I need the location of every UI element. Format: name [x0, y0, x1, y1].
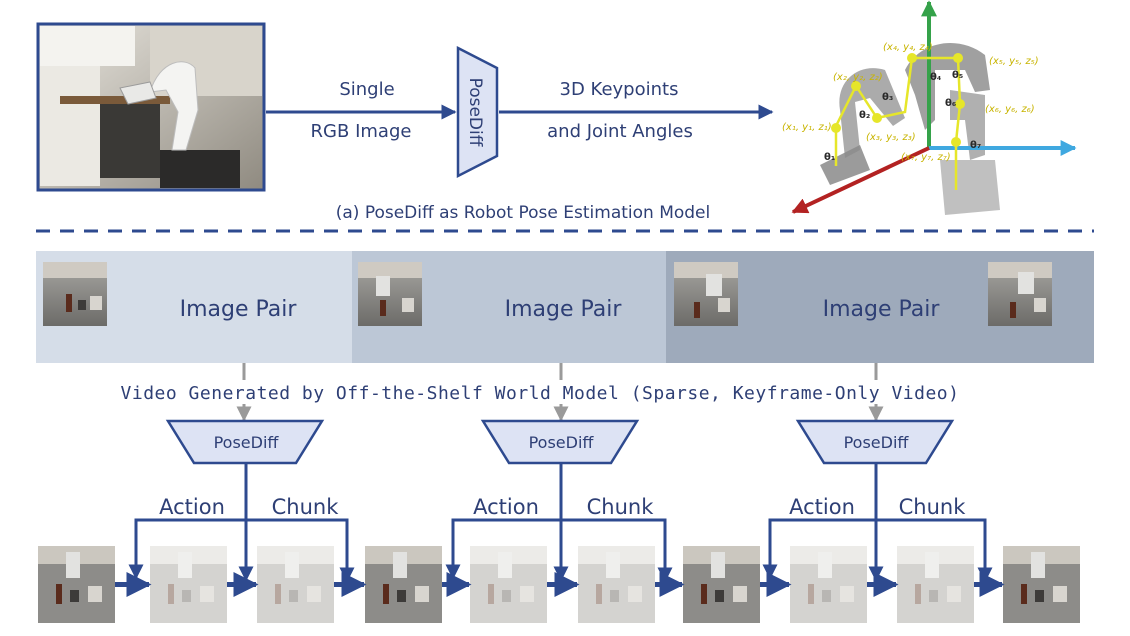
output-label-line2: and Joint Angles — [547, 121, 693, 142]
chunk-label-2: Chunk — [587, 495, 655, 519]
image-pair-label-2: Image Pair — [505, 297, 623, 322]
chunk-label-3: Chunk — [899, 495, 967, 519]
keyframe-image — [365, 546, 442, 623]
posediff-model-top: PoseDiff — [456, 45, 499, 179]
keypoint-7: (x₇, y₇, z₇) — [901, 152, 951, 163]
angle-2: θ₂ — [859, 110, 870, 121]
keyframe-image — [38, 546, 115, 623]
posediff-label-top: PoseDiff — [465, 78, 485, 148]
keyframe-image — [683, 546, 760, 623]
video-caption: Video Generated by Off-the-Shelf World M… — [121, 383, 960, 404]
angle-4: θ₄ — [930, 72, 941, 83]
action-label-2: Action — [473, 495, 539, 519]
x-axis-arrow — [791, 146, 930, 214]
generated-frame-image — [790, 546, 867, 623]
keypoint-3: (x₃, y₃, z₃) — [866, 132, 916, 143]
keypoint-1: (x₁, y₁, z₁) — [782, 122, 832, 133]
robot-pose-figure: (x₁, y₁, z₁) (x₂, y₂, z₂) (x₃, y₃, z₃) (… — [782, 0, 1077, 215]
image-pair-label-3: Image Pair — [823, 297, 941, 322]
generated-frame-image — [578, 546, 655, 623]
posediff-label-3: PoseDiff — [844, 433, 910, 452]
posediff-model-3: PoseDiff — [795, 419, 955, 465]
angle-5: θ₅ — [952, 70, 963, 81]
input-rgb-image — [36, 22, 266, 192]
action-chunk-3 — [762, 463, 993, 583]
posediff-model-1: PoseDiff — [165, 419, 325, 465]
keyframe-thumb-4 — [988, 262, 1052, 326]
input-label-line1: Single — [339, 79, 394, 100]
action-label-1: Action — [159, 495, 225, 519]
action-chunk-2 — [445, 463, 673, 583]
keypoint-5: (x₅, y₅, z₅) — [989, 56, 1039, 67]
caption-a: (a) PoseDiff as Robot Pose Estimation Mo… — [336, 203, 711, 223]
output-label-line1: 3D Keypoints — [560, 79, 679, 100]
posediff-model-2: PoseDiff — [480, 419, 640, 465]
chunk-label-1: Chunk — [272, 495, 340, 519]
keypoint-2: (x₂, y₂, z₂) — [833, 72, 883, 83]
angle-1: θ₁ — [824, 152, 835, 163]
input-label-line2: RGB Image — [311, 121, 412, 142]
posediff-label-1: PoseDiff — [214, 433, 280, 452]
angle-6: θ₆ — [945, 98, 956, 109]
keyframe-thumb-3 — [674, 262, 738, 326]
generated-frame-image — [257, 546, 334, 623]
frame-sequence — [38, 546, 1080, 623]
angle-7: θ₇ — [970, 140, 981, 151]
angle-3: θ₃ — [882, 92, 893, 103]
keypoint-4: (x₄, y₄, z₄) — [883, 42, 933, 53]
action-chunk-1 — [128, 463, 355, 583]
generated-frame-image — [150, 546, 227, 623]
keypoint-dots — [831, 53, 965, 147]
image-pair-label-1: Image Pair — [180, 297, 298, 322]
generated-frame-image — [470, 546, 547, 623]
generated-frame-image — [897, 546, 974, 623]
keyframe-thumb-1 — [43, 262, 107, 326]
posediff-label-2: PoseDiff — [529, 433, 595, 452]
keyframe-thumb-2 — [358, 262, 422, 326]
action-label-3: Action — [789, 495, 855, 519]
keyframe-image — [1003, 546, 1080, 623]
keypoint-6: (x₆, y₆, z₆) — [985, 104, 1035, 115]
